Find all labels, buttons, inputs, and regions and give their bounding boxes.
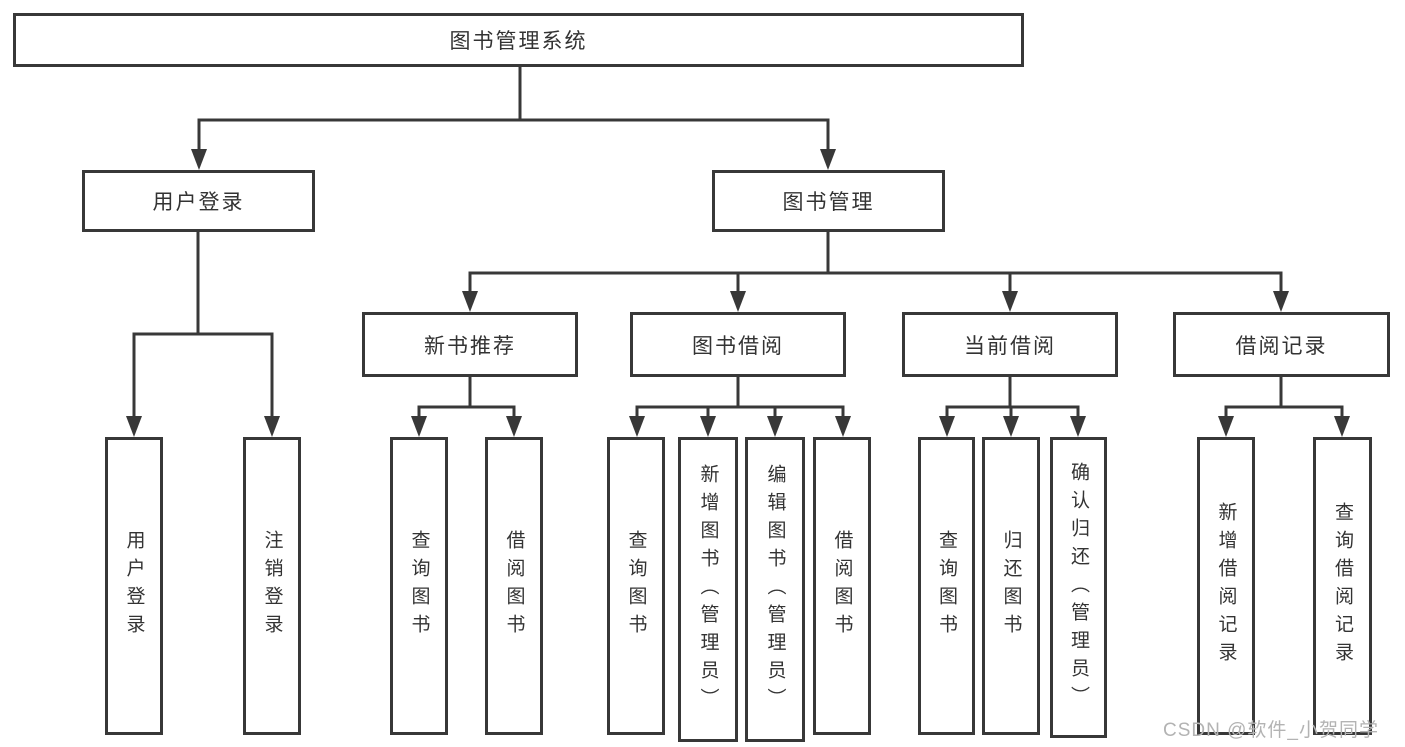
node-new-book-recommend: 新书推荐 [362, 312, 578, 377]
leaf-recommend-borrow-books: 借阅图书 [485, 437, 543, 735]
node-current-borrow: 当前借阅 [902, 312, 1118, 377]
leaf-borrow-books-label: 借阅图书 [831, 530, 853, 642]
connector-recommend-branch [411, 377, 522, 437]
node-user-login-label: 用户登录 [152, 191, 245, 214]
csdn-watermark: CSDN @软件_小贺同学 [1163, 720, 1379, 741]
leaf-edit-books-admin: 编辑图书（管理员） [745, 437, 805, 742]
node-borrow-records-label: 借阅记录 [1235, 334, 1328, 358]
leaf-add-borrow-record: 新增借阅记录 [1197, 437, 1255, 735]
leaf-add-books-admin-label: 新增图书（管理员） [697, 463, 719, 716]
leaf-current-query-books: 查询图书 [918, 437, 975, 735]
leaf-logout: 注销登录 [243, 437, 301, 735]
leaf-add-borrow-record-label: 新增借阅记录 [1215, 502, 1237, 670]
node-user-login: 用户登录 [82, 170, 315, 232]
leaf-current-query-books-label: 查询图书 [936, 530, 957, 642]
connector-current-branch [939, 377, 1086, 437]
connector-management-branch [462, 232, 1289, 312]
leaf-user-login-label: 用户登录 [123, 530, 145, 642]
leaf-return-books: 归还图书 [982, 437, 1040, 735]
leaf-borrow-query-books-label: 查询图书 [625, 530, 647, 642]
leaf-recommend-query-books: 查询图书 [390, 437, 448, 735]
leaf-edit-books-admin-label: 编辑图书（管理员） [764, 463, 786, 716]
connector-borrow-branch [629, 377, 851, 437]
node-library-system: 图书管理系统 [13, 13, 1024, 67]
node-book-borrow-label: 图书借阅 [692, 334, 784, 358]
node-library-system-label: 图书管理系统 [449, 30, 588, 53]
connector-login-branch [126, 232, 280, 437]
leaf-add-books-admin: 新增图书（管理员） [678, 437, 738, 742]
leaf-confirm-return-admin: 确认归还（管理员） [1050, 437, 1107, 738]
leaf-borrow-query-books: 查询图书 [607, 437, 665, 735]
node-borrow-records: 借阅记录 [1173, 312, 1390, 377]
connector-root-branch [191, 67, 836, 170]
node-current-borrow-label: 当前借阅 [964, 334, 1056, 358]
node-new-book-recommend-label: 新书推荐 [424, 334, 516, 358]
leaf-return-books-label: 归还图书 [1000, 530, 1022, 642]
node-book-management: 图书管理 [712, 170, 945, 232]
connector-records-branch [1218, 377, 1350, 437]
leaf-user-login: 用户登录 [105, 437, 163, 735]
leaf-recommend-borrow-books-label: 借阅图书 [503, 530, 525, 642]
node-book-management-label: 图书管理 [782, 191, 875, 214]
leaf-recommend-query-books-label: 查询图书 [408, 530, 430, 642]
leaf-query-borrow-record-label: 查询借阅记录 [1332, 502, 1353, 670]
leaf-confirm-return-admin-label: 确认归还（管理员） [1068, 461, 1089, 714]
leaf-borrow-books: 借阅图书 [813, 437, 871, 735]
leaf-logout-label: 注销登录 [261, 530, 283, 642]
node-book-borrow: 图书借阅 [630, 312, 846, 377]
leaf-query-borrow-record: 查询借阅记录 [1313, 437, 1372, 735]
